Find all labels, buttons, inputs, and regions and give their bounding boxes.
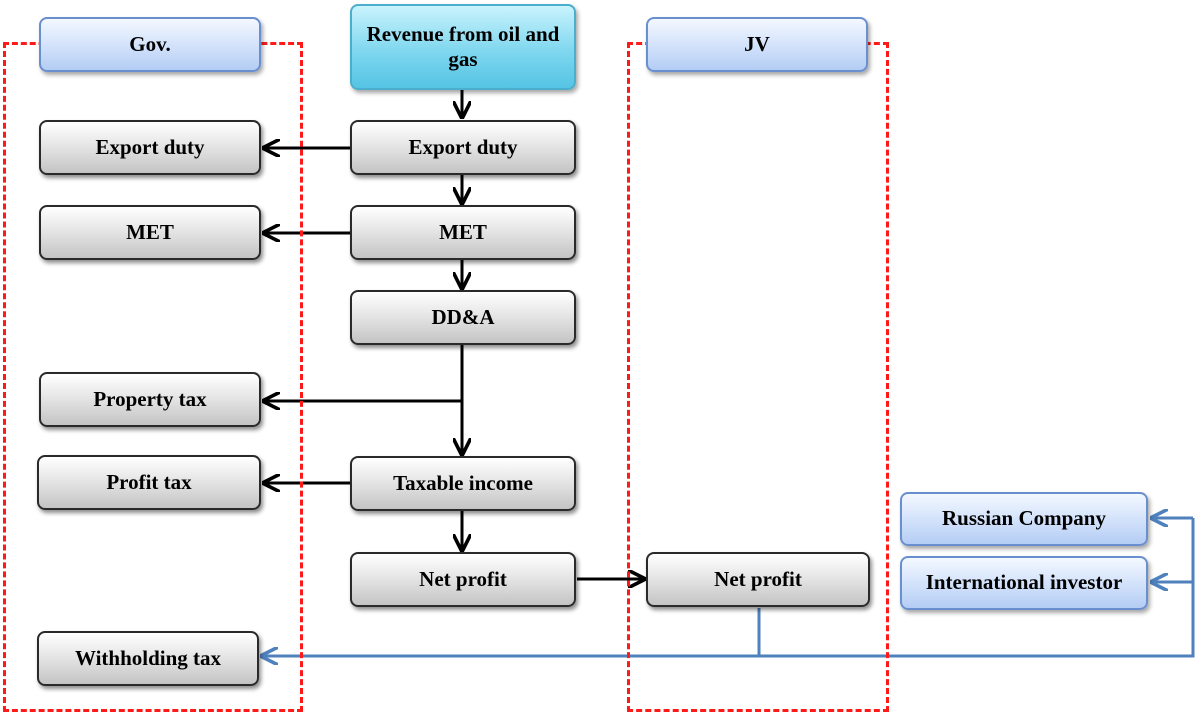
flow-export-duty-label: Export duty	[408, 134, 518, 159]
profit-tax-box: Profit tax	[37, 455, 261, 510]
taxable-income-box: Taxable income	[350, 456, 576, 511]
international-investor-box: International investor	[900, 556, 1148, 610]
withholding-tax-label: Withholding tax	[74, 645, 222, 670]
gov-met-box: MET	[39, 205, 261, 260]
gov-met-label: MET	[126, 219, 174, 244]
russian-company-box: Russian Company	[900, 492, 1148, 546]
property-tax-box: Property tax	[39, 372, 261, 427]
profit-tax-label: Profit tax	[106, 469, 192, 494]
flow-met-label: MET	[439, 219, 487, 244]
flow-export-duty-box: Export duty	[350, 120, 576, 175]
gov-export-duty-label: Export duty	[95, 134, 205, 159]
revenue-source-label: Revenue from oil and gas	[366, 21, 560, 71]
flow-met-box: MET	[350, 205, 576, 260]
jv-zone	[627, 42, 889, 712]
russian-company-label: Russian Company	[942, 506, 1106, 531]
international-investor-label: International investor	[925, 570, 1123, 595]
jv-net-profit-box: Net profit	[646, 552, 870, 607]
flow-net-profit-label: Net profit	[419, 566, 507, 591]
gov-header: Gov.	[39, 17, 261, 72]
withholding-tax-box: Withholding tax	[37, 631, 259, 686]
dda-label: DD&A	[431, 304, 495, 329]
jv-header: JV	[646, 17, 868, 72]
gov-header-label: Gov.	[129, 31, 171, 56]
flow-net-profit-box: Net profit	[350, 552, 576, 607]
gov-export-duty-box: Export duty	[39, 120, 261, 175]
dda-box: DD&A	[350, 290, 576, 345]
jv-net-profit-label: Net profit	[714, 566, 802, 591]
jv-header-label: JV	[744, 31, 770, 56]
revenue-source-box: Revenue from oil and gas	[350, 4, 576, 90]
property-tax-label: Property tax	[93, 386, 207, 411]
taxable-income-label: Taxable income	[393, 470, 533, 495]
